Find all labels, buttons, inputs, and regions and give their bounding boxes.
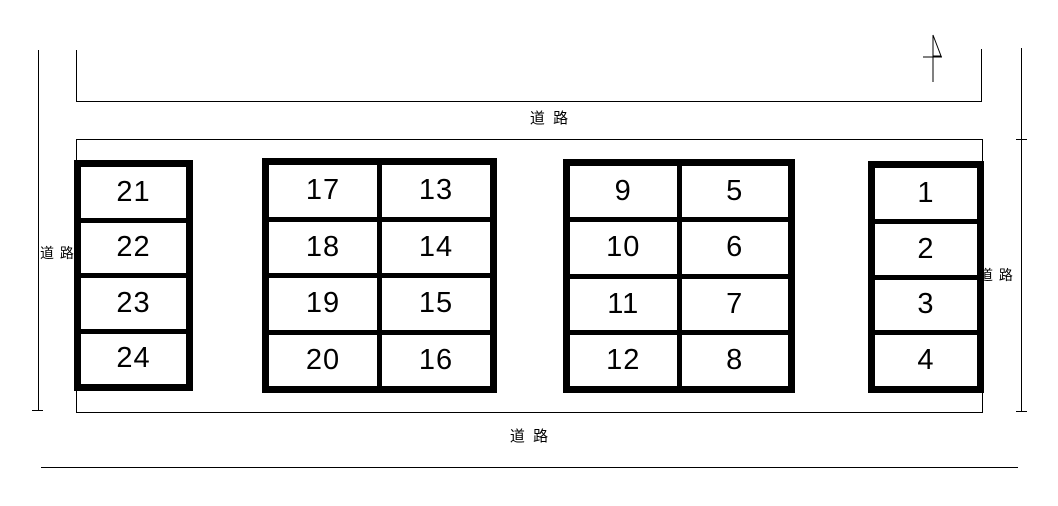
parking-space-16: 16 <box>382 329 490 387</box>
block-column: 17 18 19 20 <box>269 165 377 386</box>
top-road-upper-line <box>76 101 982 102</box>
block-column: 13 14 15 16 <box>377 165 490 386</box>
parking-space-9: 9 <box>614 175 632 208</box>
right-road-inner-line-top <box>981 49 982 101</box>
parking-space-3: 3 <box>875 274 977 331</box>
parking-space-13: 13 <box>418 174 454 207</box>
parking-space-8: 8 <box>681 329 788 386</box>
bottom-road-lower-line <box>41 467 1018 468</box>
parking-block-5-12: 9 10 11 12 5 6 7 8 <box>563 159 795 393</box>
left-road-end-tick <box>32 410 43 411</box>
right-road-tick-lower <box>1016 411 1027 412</box>
parking-space-24: 24 <box>81 328 186 385</box>
road-label-left: 道 路 <box>40 245 75 261</box>
parking-space-6: 6 <box>681 217 788 273</box>
parking-space-7: 7 <box>681 273 788 330</box>
parking-space-4: 4 <box>875 330 977 386</box>
block-column: 9 10 11 12 <box>570 166 677 386</box>
block-column: 21 22 23 24 <box>81 167 186 384</box>
parking-space-19: 19 <box>269 273 377 330</box>
left-road-inner-line-top <box>76 50 77 101</box>
parking-space-18: 18 <box>269 216 377 274</box>
parking-space-1: 1 <box>917 176 935 209</box>
block-column: 5 6 7 8 <box>676 166 788 386</box>
parking-block-13-20: 17 18 19 20 13 14 15 16 <box>262 158 497 393</box>
parking-space-20: 20 <box>269 329 377 387</box>
parking-space-11: 11 <box>570 273 677 330</box>
parking-space-5: 5 <box>726 175 744 208</box>
parking-space-15: 15 <box>382 273 490 330</box>
road-label-top: 道 路 <box>529 110 571 127</box>
parking-space-21: 21 <box>116 175 151 208</box>
road-label-bottom: 道 路 <box>509 428 551 445</box>
parking-space-17: 17 <box>305 174 341 207</box>
parking-space-23: 23 <box>81 273 186 329</box>
block-column: 1 2 3 4 <box>875 168 977 386</box>
right-road-tick-upper <box>1016 139 1027 140</box>
right-road-outer-line <box>1021 48 1022 412</box>
parking-block-1-4: 1 2 3 4 <box>868 161 984 393</box>
parking-space-14: 14 <box>382 216 490 274</box>
road-label-right: 道 路 <box>979 267 1014 283</box>
left-road-outer-line <box>38 50 39 410</box>
parking-block-21-24: 21 22 23 24 <box>74 160 193 391</box>
parking-space-22: 22 <box>81 217 186 274</box>
parking-space-2: 2 <box>875 218 977 275</box>
parking-space-10: 10 <box>570 217 677 273</box>
parking-lot-boundary <box>76 139 983 413</box>
north-arrow-icon <box>923 34 942 82</box>
parking-space-12: 12 <box>570 329 677 386</box>
